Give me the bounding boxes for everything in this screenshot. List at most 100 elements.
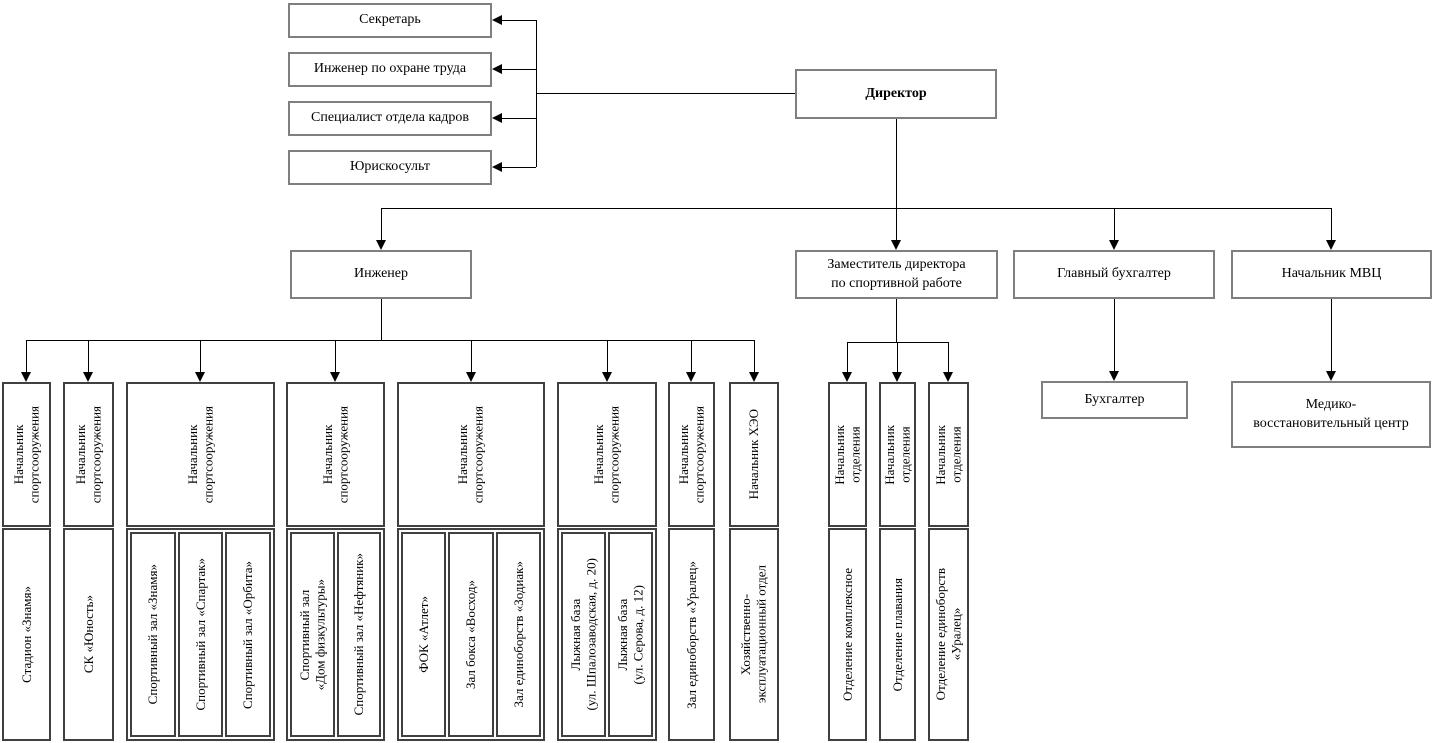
dept-unit-label: Отделение плавания [889, 577, 905, 692]
facility-unit-label: Зал единоборств «Уралец» [683, 560, 699, 709]
facility-unit-box: Спортивный зал «Знамя» [130, 532, 176, 737]
heo-unit-box: Хозяйственно- эксплуатационный отдел [729, 528, 779, 741]
facility-unit-box: Зал бокса «Восход» [448, 532, 494, 737]
connector-line [896, 299, 897, 342]
dept-unit-label: Отделение единоборств «Уралец» [932, 568, 964, 701]
facility-head-label: Начальник спортсооружения [319, 405, 351, 504]
facility-head-box: Начальник спортсооружения [2, 382, 51, 527]
connector-line [896, 208, 897, 241]
connector-line [26, 340, 27, 372]
facility-units-group: Спортивный зал «Знамя» Спортивный зал «С… [126, 528, 275, 741]
dept-unit-box: Отделение комплексное [828, 528, 867, 741]
connector-line [536, 93, 795, 94]
facility-unit-box: ФОК «Атлет» [401, 532, 447, 737]
facility-head-box: Начальник спортсооружения [286, 382, 385, 527]
box-deputy-director-sport: Заместитель директора по спортивной рабо… [795, 250, 998, 299]
dept-head-box: Начальник отделения [928, 382, 969, 527]
box-hr-specialist-label: Специалист отдела кадров [311, 110, 469, 126]
box-mvc-head: Начальник МВЦ [1231, 250, 1432, 299]
box-labor-safety-engineer-label: Инженер по охране труда [313, 61, 467, 77]
facility-unit-box: Спортивный зал «Нефтяник» [336, 532, 381, 737]
box-legal-adviser: Юрискосульт [288, 150, 492, 185]
dept-unit-box: Отделение единоборств «Уралец» [928, 528, 969, 741]
connector-line [1331, 299, 1332, 371]
facility-head-label: Начальник спортсооружения [184, 405, 216, 504]
arrow-left-icon [492, 162, 502, 172]
connector-line [502, 20, 536, 21]
arrow-down-icon [21, 372, 31, 382]
box-medical-center: Медико- восстановительный центр [1231, 381, 1431, 448]
facility-head-box: Начальник спортсооружения [557, 382, 657, 527]
dept-unit-box: Отделение плавания [879, 528, 916, 741]
facility-unit-label: Спортивный зал «Спартак» [192, 558, 208, 711]
facility-head-label: Начальник спортсооружения [455, 405, 486, 504]
arrow-down-icon [892, 372, 902, 382]
arrow-down-icon [686, 372, 696, 382]
facility-unit-label: Спортивный зал «Знамя» [145, 564, 161, 705]
facility-head-label: Начальник спортсооружения [72, 405, 104, 504]
facility-unit-box: Зал единоборств «Уралец» [668, 528, 715, 741]
heo-head-box: Начальник ХЭО [729, 382, 779, 527]
box-engineer-label: Инженер [353, 266, 408, 282]
facility-head-box: Начальник спортсооружения [126, 382, 275, 527]
arrow-down-icon [376, 240, 386, 250]
facility-unit-box: Спортивный зал «Дом физкультуры» [290, 532, 335, 737]
dept-head-box: Начальник отделения [828, 382, 867, 527]
arrow-down-icon [195, 372, 205, 382]
connector-line [381, 208, 1332, 209]
box-medical-center-label: Медико- восстановительный центр [1253, 397, 1409, 431]
connector-line [88, 340, 89, 372]
facility-unit-label: Зал бокса «Восход» [463, 579, 479, 690]
facility-head-label: Начальник спортсооружения [591, 405, 622, 504]
facility-unit-box: Стадион «Знамя» [2, 528, 51, 741]
connector-line [502, 69, 536, 70]
facility-head-box: Начальник спортсооружения [397, 382, 545, 527]
arrow-left-icon [492, 15, 502, 25]
facility-unit-label: Спортивный зал «Нефтяник» [350, 553, 366, 716]
dept-head-label: Начальник отделения [932, 424, 964, 485]
facility-unit-box: Лыжная база (ул. Шпалозаводская, д. 20) [561, 532, 606, 737]
facility-unit-label: Спортивный зал «Орбита» [240, 560, 256, 709]
connector-line [471, 340, 472, 372]
connector-line [607, 340, 608, 372]
box-director-label: Директор [865, 85, 927, 101]
connector-line [896, 119, 897, 208]
facility-unit-box: Зал единоборств «Зодиак» [495, 532, 541, 737]
box-labor-safety-engineer: Инженер по охране труда [288, 52, 492, 87]
arrow-down-icon [891, 240, 901, 250]
connector-line [948, 342, 949, 372]
arrow-down-icon [1326, 240, 1336, 250]
facility-unit-label: Стадион «Знамя» [18, 586, 34, 683]
box-mvc-head-label: Начальник МВЦ [1281, 266, 1382, 282]
box-director: Директор [795, 69, 997, 119]
facility-units-group: ФОК «Атлет» Зал бокса «Восход» Зал едино… [397, 528, 545, 741]
arrow-down-icon [602, 372, 612, 382]
facility-unit-box: Спортивный зал «Спартак» [177, 532, 224, 737]
connector-line [502, 167, 536, 168]
facility-head-box: Начальник спортсооружения [63, 382, 114, 527]
arrow-down-icon [1326, 371, 1336, 381]
facility-units-group: Лыжная база (ул. Шпалозаводская, д. 20) … [557, 528, 657, 741]
facility-unit-label: СК «Юность» [80, 595, 96, 674]
arrow-down-icon [943, 372, 953, 382]
arrow-down-icon [330, 372, 340, 382]
connector-line [26, 340, 755, 341]
box-deputy-director-sport-label: Заместитель директора по спортивной рабо… [827, 257, 966, 291]
facility-head-box: Начальник спортсооружения [668, 382, 715, 527]
facility-unit-box: Лыжная база (ул. Серова, д. 12) [608, 532, 653, 737]
connector-line [200, 340, 201, 372]
connector-line [847, 342, 848, 372]
arrow-down-icon [842, 372, 852, 382]
box-secretary: Секретарь [288, 3, 492, 38]
facility-head-label: Начальник спортсооружения [10, 405, 42, 504]
connector-line [381, 299, 382, 340]
arrow-down-icon [466, 372, 476, 382]
connector-line [335, 340, 336, 372]
arrow-down-icon [1109, 371, 1119, 381]
facility-head-label: Начальник спортсооружения [675, 405, 707, 504]
arrow-down-icon [749, 372, 759, 382]
facility-unit-label: Спортивный зал «Дом физкультуры» [296, 578, 328, 691]
connector-line [1114, 299, 1115, 371]
facility-unit-label: Зал единоборств «Зодиак» [510, 561, 526, 708]
facility-unit-box: СК «Юность» [63, 528, 114, 741]
